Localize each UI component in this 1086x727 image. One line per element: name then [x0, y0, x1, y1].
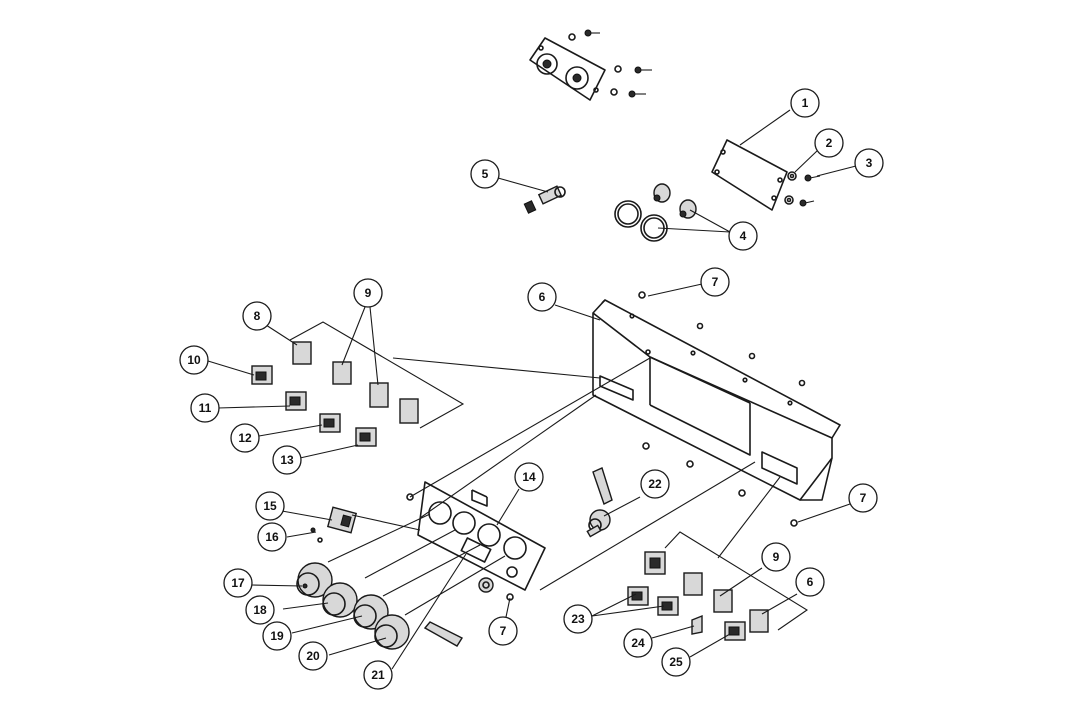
- switch-group-left: [251, 321, 465, 447]
- callout-4: 4: [728, 221, 758, 251]
- callout-25: 25: [661, 647, 691, 677]
- callout-1-label: 1: [802, 96, 809, 110]
- callout-3-label: 3: [866, 156, 873, 170]
- toggle-switch-part-15: [310, 506, 358, 543]
- callout-2: 2: [814, 128, 844, 158]
- callout-23-label: 23: [571, 612, 585, 626]
- callout-6-switch-label: 6: [807, 575, 814, 589]
- callout-6-switch: 6: [795, 567, 825, 597]
- dual-socket-plate: [529, 37, 606, 101]
- callout-leader-lines: [207, 109, 857, 670]
- callout-11-label: 11: [199, 401, 212, 415]
- connector-part-5: [523, 185, 566, 214]
- callout-12-label: 12: [238, 431, 252, 445]
- gauge-rings-part-4: [614, 183, 697, 242]
- callout-13-label: 13: [280, 453, 294, 467]
- callout-19: 19: [262, 621, 292, 651]
- gauges-parts-17-20: [296, 562, 494, 650]
- callout-11: 11: [190, 393, 220, 423]
- callout-21: 21: [363, 660, 393, 690]
- callout-25-label: 25: [669, 655, 683, 669]
- callout-4-label: 4: [740, 229, 747, 243]
- callout-10: 10: [179, 345, 209, 375]
- gauge-panel-part-14: [417, 481, 546, 591]
- callout-15: 15: [255, 491, 285, 521]
- callout-18: 18: [245, 595, 275, 625]
- callout-7-right-label: 7: [860, 491, 867, 505]
- callout-1: 1: [790, 88, 820, 118]
- callout-16-label: 16: [265, 530, 279, 544]
- sensor-part-22: [586, 467, 613, 538]
- callout-16: 16: [257, 522, 287, 552]
- callout-15-label: 15: [263, 499, 277, 513]
- callout-24-label: 24: [631, 636, 645, 650]
- callout-21-label: 21: [371, 668, 385, 682]
- callout-6-panel-label: 6: [539, 290, 546, 304]
- gauge-alignment-lines: [327, 513, 506, 616]
- callout-3: 3: [854, 148, 884, 178]
- switch-group-right: [627, 531, 809, 641]
- plate-screws: [568, 29, 652, 98]
- callout-19-label: 19: [270, 629, 284, 643]
- callout-9-left: 9: [353, 278, 383, 308]
- callout-9-right: 9: [761, 542, 791, 572]
- callout-8: 8: [242, 301, 272, 331]
- cover-plate-part-1: [711, 139, 788, 211]
- blank-plug-part-21: [423, 621, 464, 647]
- callout-10-label: 10: [187, 353, 201, 367]
- callout-6-panel: 6: [527, 282, 557, 312]
- callout-5-label: 5: [482, 167, 489, 181]
- callout-9-left-label: 9: [365, 286, 372, 300]
- callout-14: 14: [514, 462, 544, 492]
- callout-2-label: 2: [826, 136, 833, 150]
- callout-17: 17: [223, 568, 253, 598]
- callout-22-label: 22: [648, 477, 662, 491]
- callout-14-label: 14: [522, 470, 536, 484]
- callout-20-label: 20: [306, 649, 320, 663]
- main-dash-panel: [592, 299, 841, 501]
- callout-8-label: 8: [254, 309, 261, 323]
- callout-9-right-label: 9: [773, 550, 780, 564]
- callout-7-bottom: 7: [488, 616, 518, 646]
- callout-13: 13: [272, 445, 302, 475]
- callout-7-top: 7: [700, 267, 730, 297]
- callout-18-label: 18: [253, 603, 267, 617]
- nuts-and-screws-parts-2-3: [784, 171, 821, 207]
- callout-7-top-label: 7: [712, 275, 719, 289]
- callout-23: 23: [563, 604, 593, 634]
- callout-17-label: 17: [231, 576, 245, 590]
- callout-24: 24: [623, 628, 653, 658]
- callout-7-right: 7: [848, 483, 878, 513]
- panel-screws-part-7: [406, 291, 798, 601]
- callout-20: 20: [298, 641, 328, 671]
- callout-7-bottom-label: 7: [500, 624, 507, 638]
- callout-22: 22: [640, 469, 670, 499]
- callout-5: 5: [470, 159, 500, 189]
- callout-12: 12: [230, 423, 260, 453]
